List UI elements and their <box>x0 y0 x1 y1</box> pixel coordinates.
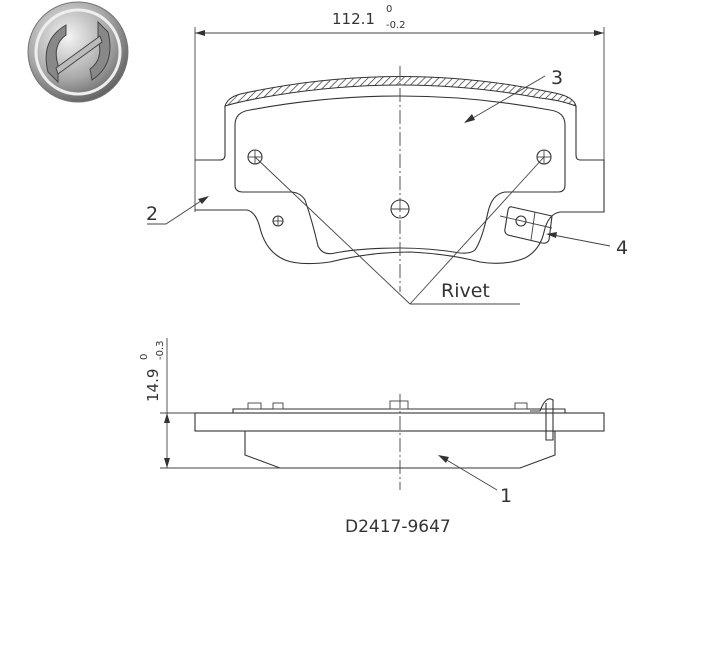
thickness-dimension: 14.9 0 -0.3 <box>139 338 280 469</box>
side-clip <box>530 398 554 441</box>
callout-3: 3 <box>464 67 563 123</box>
width-value: 112.1 <box>332 10 375 28</box>
rivet-label: Rivet <box>441 280 490 302</box>
width-tol-lower: -0.2 <box>386 20 406 31</box>
thickness-tol-lower: -0.3 <box>155 340 166 360</box>
thickness-tol-upper: 0 <box>139 354 150 360</box>
backing-plate <box>195 106 605 265</box>
small-hole <box>272 215 284 227</box>
label-4: 4 <box>616 237 628 259</box>
width-tol-upper: 0 <box>386 4 392 15</box>
label-2: 2 <box>146 203 158 225</box>
friction-edge-hatch <box>224 76 577 107</box>
center-hole <box>390 199 410 219</box>
thickness-value: 14.9 <box>144 369 162 402</box>
label-1: 1 <box>500 485 512 507</box>
side-shim <box>232 408 566 413</box>
callout-4: 4 <box>546 232 628 259</box>
brand-logo <box>27 1 129 103</box>
side-backing-plate <box>194 412 605 432</box>
wear-indicator <box>499 206 553 244</box>
width-dimension: 112.1 0 -0.2 <box>194 4 605 212</box>
callout-1: 1 <box>438 455 512 507</box>
side-view <box>194 394 605 490</box>
rivet-callout: Rivet <box>254 156 545 305</box>
part-number: D2417-9647 <box>345 517 451 537</box>
label-3: 3 <box>551 67 563 89</box>
callout-2: 2 <box>146 196 209 225</box>
